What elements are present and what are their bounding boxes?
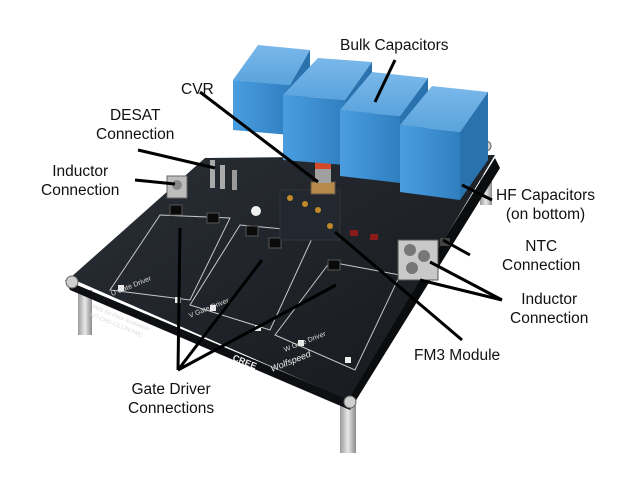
label-fm3-module-text: FM3 Module: [414, 347, 501, 364]
label-ntc-line1: NTC: [525, 238, 558, 255]
label-cvr: CVR: [181, 80, 214, 99]
label-desat-line1: DESAT: [109, 107, 161, 124]
label-gate-line1: Gate Driver: [131, 381, 211, 398]
label-desat-connection: DESAT Connection: [96, 106, 174, 144]
label-gate-driver-connections: Gate Driver Connections: [128, 380, 214, 418]
label-inductor-connection-left: Inductor Connection: [41, 162, 119, 200]
label-hf-line1: HF Capacitors: [496, 187, 596, 204]
label-bulk-capacitors-text: Bulk Capacitors: [340, 37, 449, 54]
fm3-area-components: [279, 189, 378, 241]
leader-lines: [134, 59, 503, 372]
label-ntc-connection: NTC Connection: [502, 237, 580, 275]
desat-posts: [210, 160, 237, 190]
label-inductor-right-line2: Connection: [510, 310, 589, 327]
label-gate-line2: Connections: [128, 400, 215, 417]
label-inductor-right-line1: Inductor: [521, 291, 578, 308]
label-hf-capacitors: HF Capacitors (on bottom): [496, 186, 595, 224]
label-inductor-left-line2: Connection: [41, 182, 120, 199]
label-hf-line2: (on bottom): [505, 206, 586, 223]
label-fm3-module: FM3 Module: [414, 346, 500, 365]
gate-driver-headers: [169, 204, 341, 271]
label-ntc-line2: Connection: [502, 257, 581, 274]
inductor-connector-left: [166, 175, 188, 199]
label-bulk-capacitors: Bulk Capacitors: [340, 36, 449, 55]
label-inductor-connection-right: Inductor Connection: [510, 290, 588, 328]
label-desat-line2: Connection: [96, 126, 175, 143]
label-cvr-text: CVR: [181, 81, 214, 98]
bulk-capacitors: [233, 45, 488, 200]
label-inductor-left-line1: Inductor: [52, 163, 109, 180]
